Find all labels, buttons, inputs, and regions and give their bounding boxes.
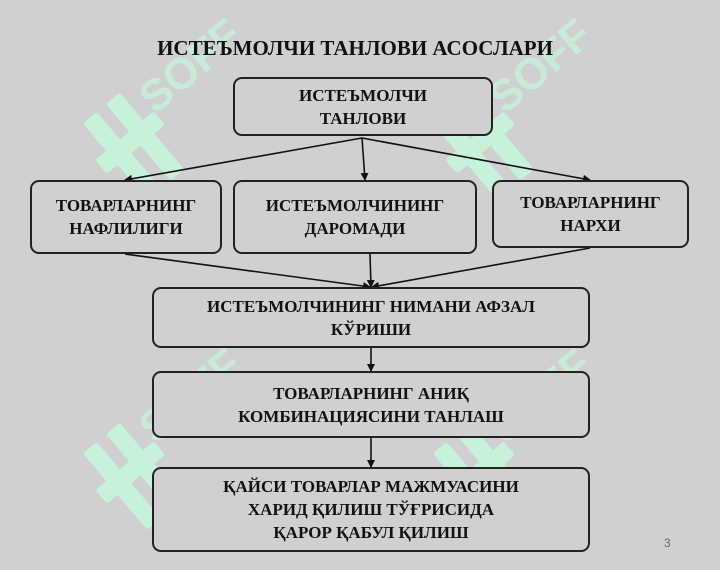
arrow-middle-to-preference <box>366 253 375 288</box>
node-label: ИСТЕЪМОЛЧИ ТАНЛОВИ <box>299 85 427 128</box>
node-consumer-income: ИСТЕЪМОЛЧИНИНГ ДАРОМАДИ <box>233 180 477 254</box>
node-purchase-decision: ҚАЙСИ ТОВАРЛАР МАЖМУАСИНИ ХАРИД ҚИЛИШ ТЎ… <box>152 467 590 552</box>
node-label: ТОВАРЛАРНИНГ НАРХИ <box>520 193 661 235</box>
node-consumer-choice: ИСТЕЪМОЛЧИ ТАНЛОВИ <box>233 77 493 136</box>
node-consumer-preference: ИСТЕЪМОЛЧИНИНГ НИМАНИ АФЗАЛ КЎРИШИ <box>152 287 590 348</box>
arrow-top-to-right <box>361 137 591 183</box>
node-goods-combination: ТОВАРЛАРНИНГ АНИҚ КОМБИНАЦИЯСИНИ ТАНЛАШ <box>152 371 590 438</box>
node-label: ҚАЙСИ ТОВАРЛАР МАЖМУАСИНИ ХАРИД ҚИЛИШ ТЎ… <box>223 477 519 542</box>
arrow-right-to-preference <box>371 247 591 290</box>
page-number: 3 <box>664 536 671 550</box>
node-label: ТОВАРЛАРНИНГ НАФЛИЛИГИ <box>55 196 197 238</box>
page-title: ИСТЕЪМОЛЧИ ТАНЛОВИ АСОСЛАРИ <box>157 36 553 60</box>
arrow-left-to-preference <box>124 253 371 291</box>
node-label: ТОВАРЛАРНИНГ АНИҚ КОМБИНАЦИЯСИНИ ТАНЛАШ <box>238 383 504 426</box>
node-goods-utility: ТОВАРЛАРНИНГ НАФЛИЛИГИ <box>30 180 222 254</box>
arrow-top-to-left <box>124 137 363 183</box>
arrow-top-to-middle <box>360 137 369 181</box>
node-goods-price: ТОВАРЛАРНИНГ НАРХИ <box>492 180 689 248</box>
node-label: ИСТЕЪМОЛЧИНИНГ ДАРОМАДИ <box>265 196 445 238</box>
node-label: ИСТЕЪМОЛЧИНИНГ НИМАНИ АФЗАЛ КЎРИШИ <box>207 296 535 339</box>
